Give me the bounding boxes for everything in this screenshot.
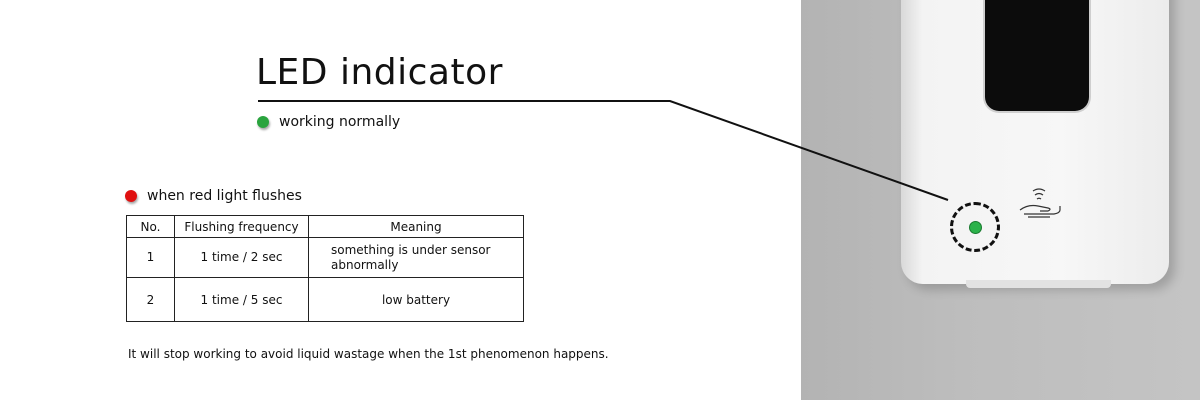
- row-no: 2: [126, 277, 175, 322]
- table-row: 2 1 time / 5 sec low battery: [126, 277, 524, 322]
- red-label: when red light flushes: [147, 188, 302, 204]
- led-highlight-ring: [950, 202, 1000, 252]
- status-working: working normally: [257, 114, 400, 130]
- row-meaning: something is under sensor abnormally: [308, 237, 524, 278]
- header-frequency: Flushing frequency: [174, 215, 309, 238]
- footnote: It will stop working to avoid liquid was…: [128, 347, 609, 361]
- dispenser-body: [901, 0, 1169, 284]
- red-dot-icon: [125, 190, 137, 202]
- status-red: when red light flushes: [125, 188, 302, 204]
- hand-sensor-icon: [1019, 188, 1061, 218]
- dispenser-window: [983, 0, 1091, 113]
- green-dot-icon: [257, 116, 269, 128]
- table-header-row: No. Flushing frequency Meaning: [126, 215, 524, 238]
- page-title: LED indicator: [256, 52, 503, 93]
- row-meaning: low battery: [308, 277, 524, 322]
- row-frequency: 1 time / 5 sec: [174, 277, 309, 322]
- led-indicator-icon: [969, 221, 982, 234]
- working-label: working normally: [279, 114, 401, 130]
- dispenser-base: [966, 280, 1111, 288]
- table-row: 1 1 time / 2 sec something is under sens…: [126, 237, 524, 278]
- frequency-table: No. Flushing frequency Meaning 1 1 time …: [126, 215, 524, 322]
- product-photo: [801, 0, 1200, 400]
